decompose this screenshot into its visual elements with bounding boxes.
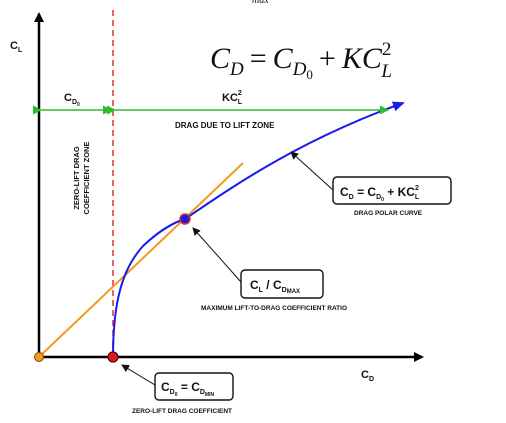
max-ratio-callout-caption: MAXIMUM LIFT-TO-DRAG COEFFICIENT RATIO — [201, 305, 347, 312]
max-ratio-point — [179, 213, 191, 225]
polar-callout-caption: DRAG POLAR CURVE — [354, 210, 423, 217]
max-ratio-callout-arrow — [192, 227, 242, 283]
max-ratio-callout-formula: CL / CDMAX — [250, 278, 300, 295]
origin-point — [34, 352, 44, 362]
polar-callout-arrow — [290, 151, 334, 191]
svg-text:COEFFICIENT ZONE: COEFFICIENT ZONE — [82, 142, 91, 215]
tangent-line — [38, 162, 244, 358]
y-axis-label: CL — [10, 40, 23, 54]
zero-lift-callout-box — [154, 372, 234, 401]
zero-lift-callout-formula: CD0 = CDMIN — [161, 380, 214, 398]
svg-text:ZERO-LIFT DRAG: ZERO-LIFT DRAG — [72, 146, 81, 209]
lift-zone-label: DRAG DUE TO LIFT ZONE — [175, 121, 275, 130]
polar-callout-box — [332, 176, 452, 205]
zero-lift-zone-label: ZERO-LIFT DRAG COEFFICIENT ZONE — [72, 142, 91, 215]
drag-polar-curve — [112, 101, 405, 358]
cropped-top-text: max — [252, 0, 269, 6]
zero-lift-callout-arrow — [121, 364, 156, 386]
zero-lift-callout-caption: ZERO-LIFT DRAG COEFFICIENT — [132, 408, 232, 415]
max-ratio-callout-box — [240, 269, 324, 299]
x-axis-label: CD — [361, 369, 374, 383]
zero-lift-dimension-label: CD0 — [64, 92, 80, 108]
zero-lift-point — [107, 351, 119, 363]
